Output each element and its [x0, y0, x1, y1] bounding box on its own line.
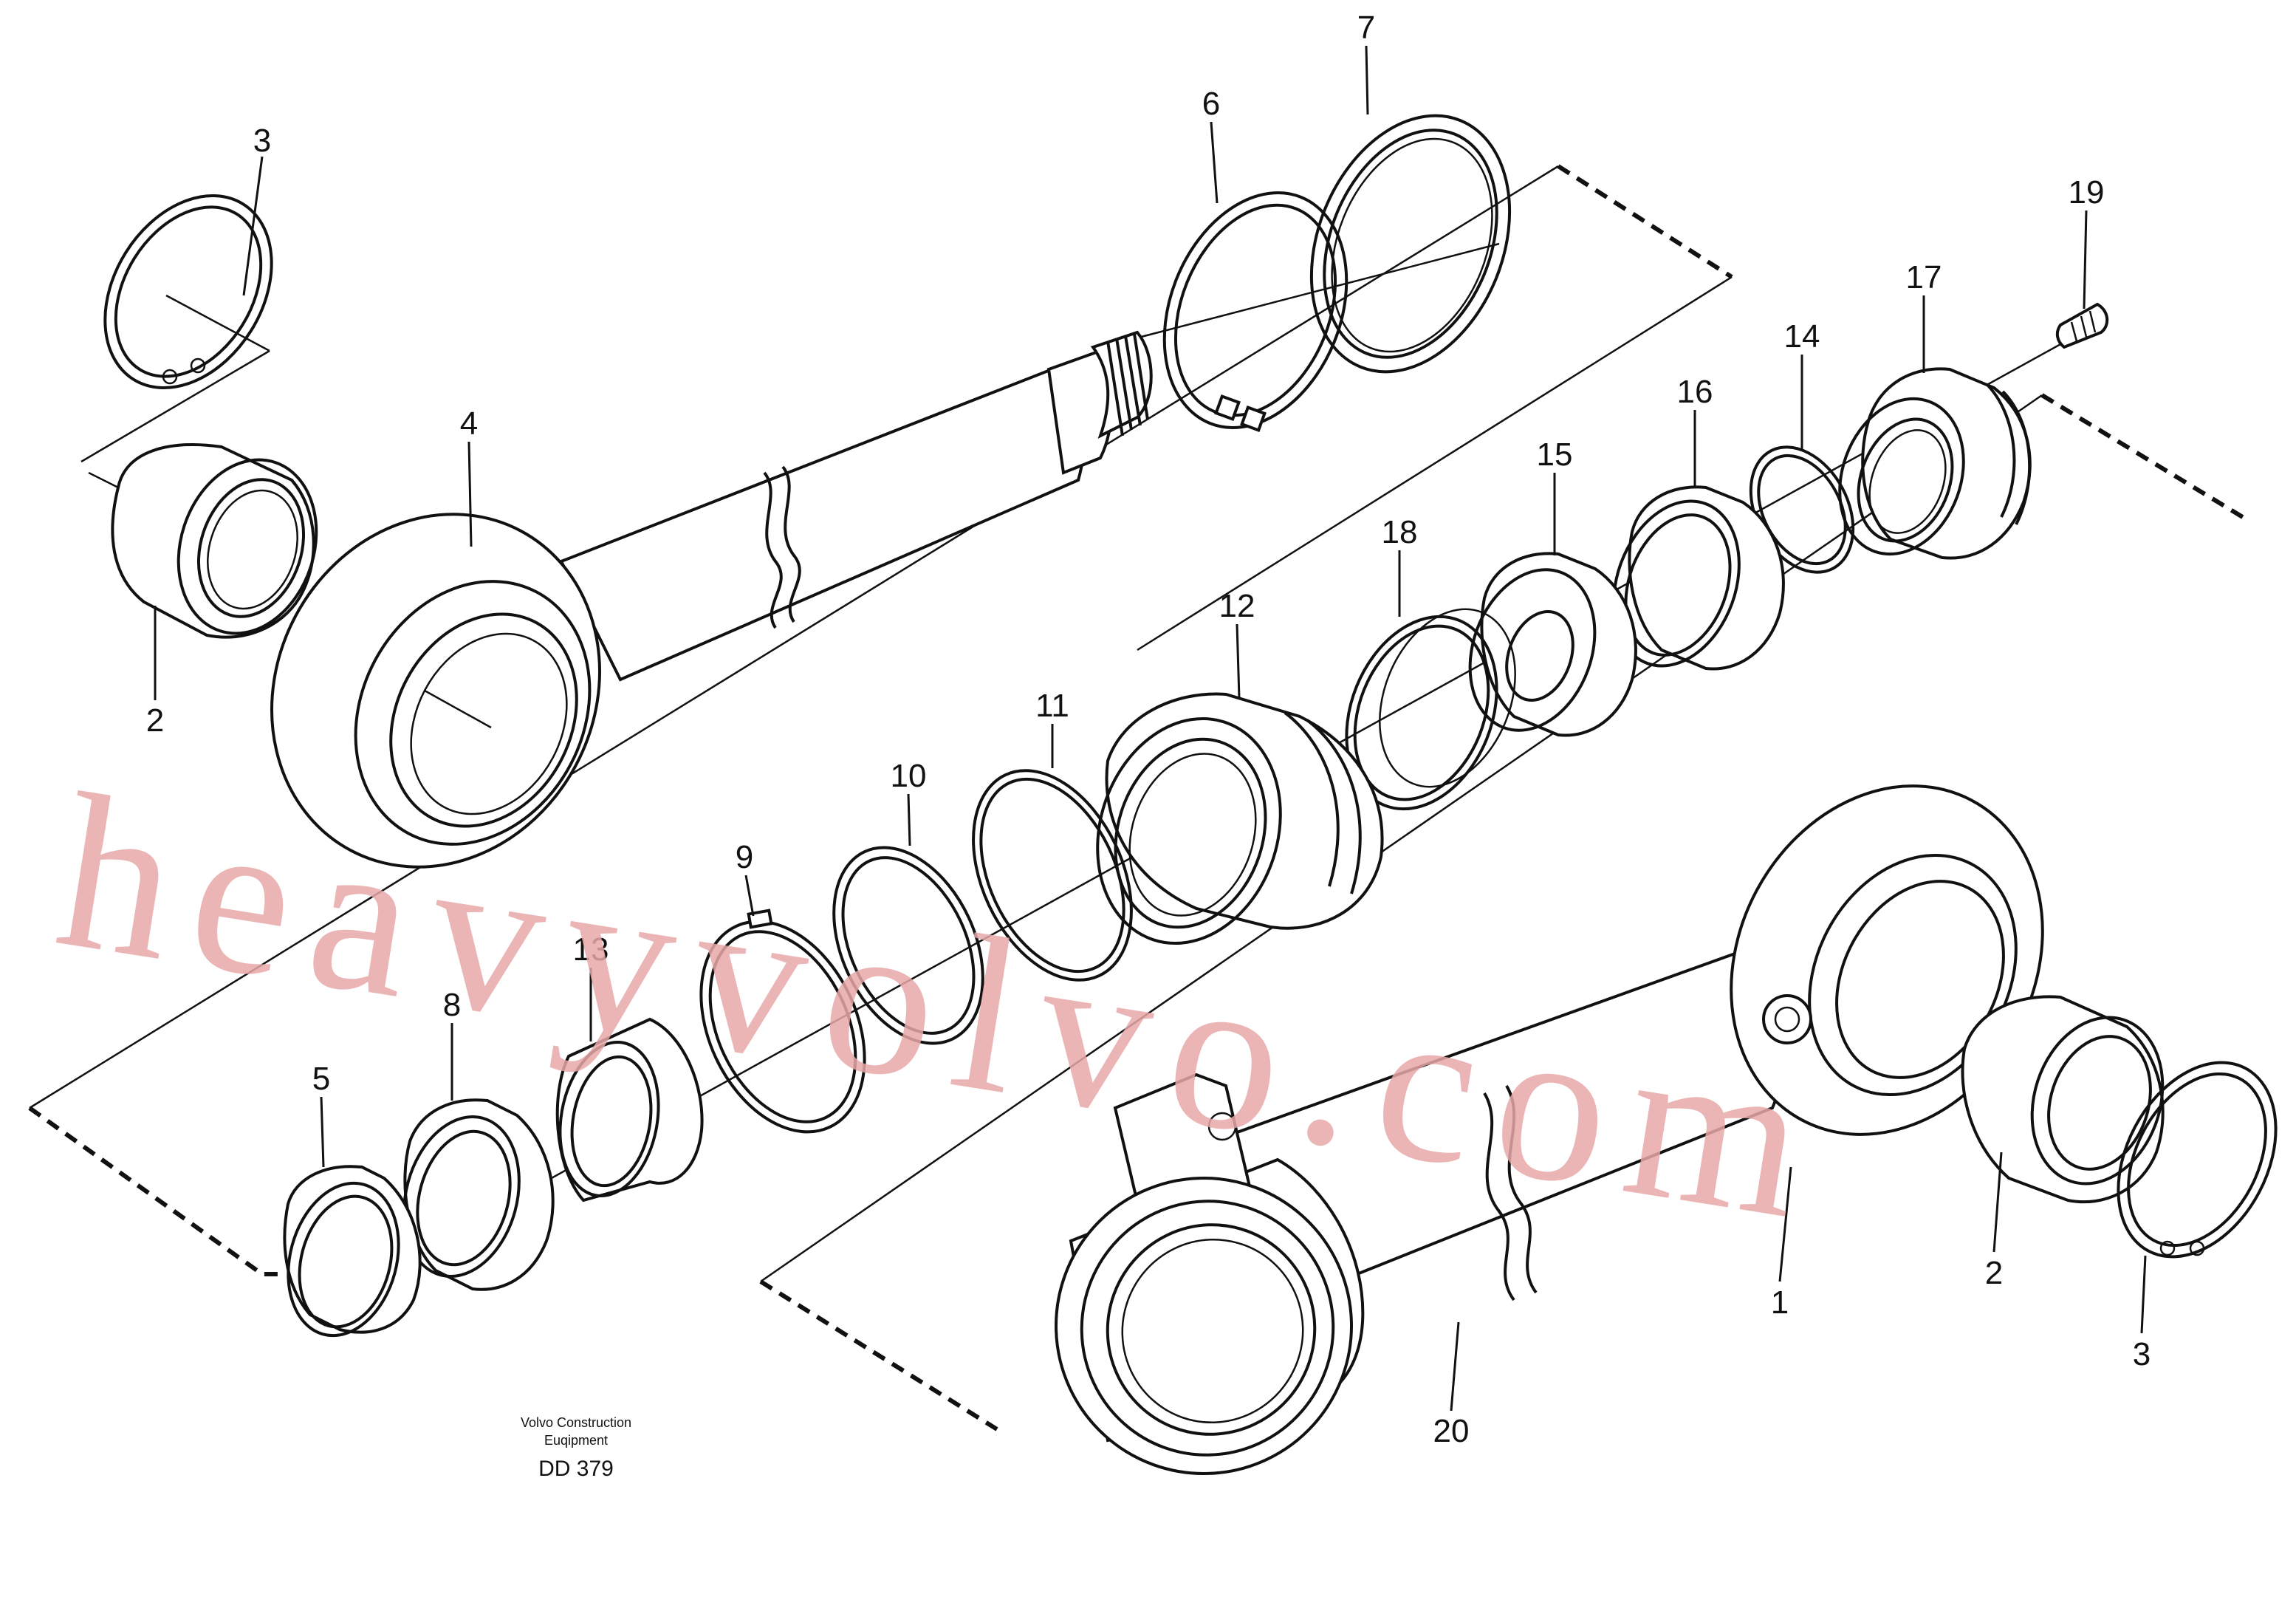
ring-part-9 [699, 909, 866, 1134]
circlip-part-6 [1162, 191, 1349, 432]
part-label-14: 14 [1784, 318, 1820, 355]
guide-part-15 [1468, 552, 1637, 737]
piston-rod-group-frame [28, 164, 1733, 1276]
part-label-5: 5 [312, 1061, 330, 1097]
leader-lines [154, 45, 2147, 1412]
part-label-20: 20 [1433, 1413, 1470, 1449]
part-label-11: 11 [1035, 688, 1069, 724]
cylinder-group-frame [759, 393, 2250, 1431]
ring-part-10 [832, 846, 984, 1045]
seal-part-8 [402, 1098, 555, 1291]
part-label-18: 18 [1382, 514, 1418, 550]
part-label-13: 13 [573, 931, 609, 968]
part-label-7: 7 [1357, 10, 1375, 46]
part-label-3-bottom: 3 [2133, 1336, 2151, 1372]
bushing-part-13 [555, 1017, 704, 1202]
credit-line-1: Volvo Construction [521, 1415, 631, 1430]
part-label-17: 17 [1906, 259, 1942, 295]
spherical-bearing-part-2-bottom [1961, 995, 2165, 1204]
piston-rod-part-4 [270, 330, 1153, 869]
circlip-part-3-bottom [2117, 1061, 2278, 1259]
circlip-part-3-top [80, 194, 273, 463]
part-label-2-top: 2 [146, 702, 164, 739]
part-label-16: 16 [1677, 374, 1713, 410]
spherical-bearing-part-2-top [88, 443, 318, 639]
part-label-8: 8 [443, 987, 461, 1023]
part-label-3-top: 3 [253, 123, 271, 159]
credit-line-2: Euqipment [544, 1433, 608, 1448]
cylinder-head-part-12 [1096, 692, 1384, 945]
part-label-4: 4 [460, 406, 478, 442]
part-label-2-bottom: 2 [1985, 1255, 2003, 1291]
diagram-code: DD 379 [538, 1457, 614, 1481]
wiper-part-5 [283, 1165, 422, 1338]
wear-ring-part-18 [1345, 608, 1516, 811]
part-label-9: 9 [736, 839, 753, 875]
part-label-19: 19 [2069, 174, 2105, 211]
seal-part-16 [1612, 485, 1785, 671]
ring-part-7 [1309, 114, 1512, 374]
piston-part-17 [1838, 367, 2032, 560]
cylinder-head-end-part-20 [1055, 1072, 1365, 1475]
part-label-1: 1 [1771, 1284, 1789, 1321]
part-label-6: 6 [1202, 86, 1220, 122]
credit-block: Volvo Construction Euqipment DD 379 [521, 1415, 631, 1481]
screw-part-19 [2055, 302, 2109, 349]
part-label-10: 10 [891, 758, 927, 794]
o-ring-part-11 [972, 769, 1133, 982]
part-label-12: 12 [1219, 588, 1255, 624]
part-number-labels: 3 2 4 6 7 19 17 14 16 15 18 12 11 10 9 1… [146, 10, 2151, 1449]
part-label-15: 15 [1537, 437, 1573, 473]
